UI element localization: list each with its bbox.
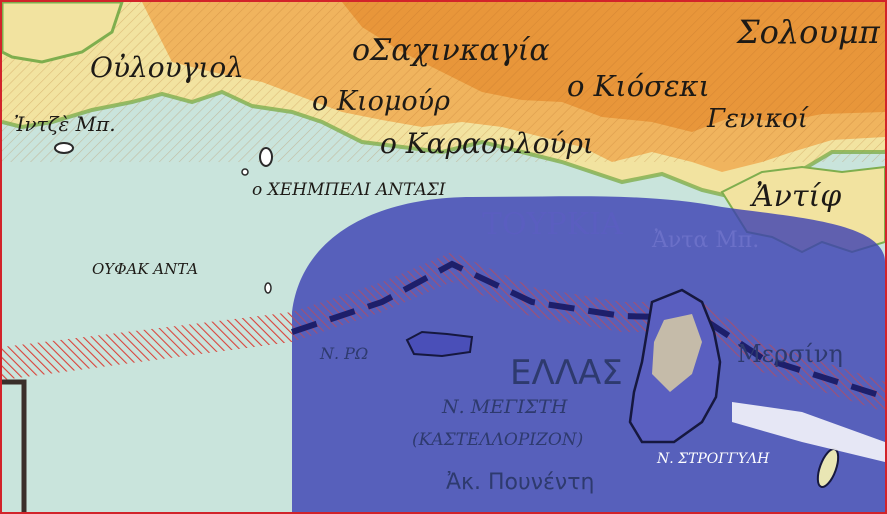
boundary-corner: [2, 379, 27, 512]
mainland-hatching: [2, 2, 885, 162]
label-oulougiol: Οὐλουγιολ: [90, 51, 244, 84]
islet: [241, 168, 249, 176]
label-ada: Ἀντα Μπ.: [652, 228, 760, 253]
island-ro: [405, 330, 474, 358]
label-intze: Ἰντζὲ Μπ.: [14, 112, 116, 136]
label-ellas: ΕΛΛΑΣ: [510, 353, 623, 393]
label-sachinkagia: oΣαχινκαγία: [352, 33, 550, 68]
boundary-dashes: [291, 260, 885, 400]
label-tourkia: ΤΟΥΡΚΙΑ: [482, 207, 623, 242]
label-kiomouro: o Κιομούρ: [312, 86, 450, 117]
label-strongyli: Ν. ΣΤΡΟΓΓΥΛΗ: [657, 451, 770, 467]
label-pounenti: Ἀκ. Πουνέντη: [446, 470, 595, 495]
western-headland: [2, 2, 124, 64]
label-megisti: Ν. ΜΕΓΙΣΤΗ: [442, 396, 568, 418]
label-ro: Ν. ΡΩ: [320, 344, 369, 363]
boundary-band: [2, 312, 292, 380]
label-kastellorizon: (ΚΑΣΤΕΛΛΟΡΙΖΟΝ): [412, 430, 584, 450]
label-kioseki: o Κιόσεκι: [567, 69, 710, 103]
label-cheibeli: o ΧΕΗΜΠΕΛΙ ΑΝΤΑΣΙ: [252, 180, 446, 200]
label-karaoulouri: o Καραουλούρι: [380, 127, 594, 160]
label-geniko: Γενικοί: [707, 104, 808, 134]
channel-streak: [732, 402, 885, 462]
megisti-relief: [652, 314, 702, 392]
islet: [259, 147, 273, 167]
islet: [264, 282, 272, 294]
label-solou: Σολουμπ: [737, 13, 880, 51]
label-mersini: Μερσίνη: [737, 340, 843, 368]
islet: [54, 142, 74, 154]
label-oufak: ΟΥΦΑΚ ΑΝΤΑ: [92, 260, 199, 278]
label-antiphellos: Ἀντίφ: [752, 179, 842, 214]
